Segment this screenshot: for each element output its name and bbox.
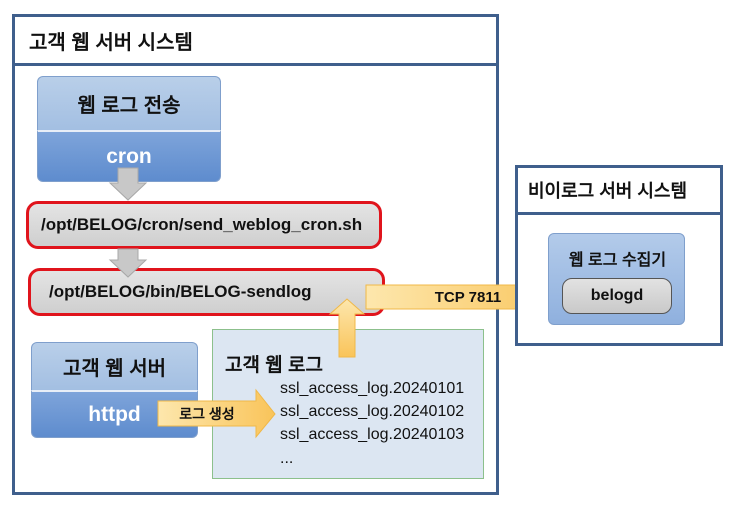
collector-title: 웹 로그 수집기 (568, 252, 667, 269)
log-create-arrow (157, 388, 276, 439)
log-file: ssl_access_log.20240101 (280, 380, 465, 397)
web-server-title: 고객 웹 서버 (31, 342, 198, 390)
belogd-label: belogd (590, 287, 644, 304)
weblog-send-title-text: 웹 로그 전송 (77, 95, 181, 117)
down-arrow-cron-to-script (108, 167, 148, 201)
belogd-daemon: belogd (562, 278, 672, 314)
customer-system-title-text: 고객 웹 서버 시스템 (29, 31, 193, 54)
down-arrow-script-to-sendlog (108, 248, 148, 278)
tcp-label: TCP 7811 (434, 288, 502, 306)
script-belog-sendlog: /opt/BELOG/bin/BELOG-sendlog (28, 268, 385, 316)
web-log-title: 고객 웹 로그 (225, 355, 323, 376)
up-arrow-log-to-sendlog (328, 298, 366, 358)
httpd-label: httpd (88, 402, 141, 426)
web-server-title-text: 고객 웹 서버 (62, 358, 167, 380)
log-file: ssl_access_log.20240103 (280, 426, 465, 443)
weblog-send-title: 웹 로그 전송 (37, 76, 221, 130)
script-path-cron: /opt/BELOG/cron/send_weblog_cron.sh (41, 215, 363, 234)
log-file: ... (280, 450, 294, 467)
script-path-sendlog: /opt/BELOG/bin/BELOG-sendlog (49, 282, 312, 301)
bilog-system-title: 비이로그 서버 시스템 (518, 168, 720, 215)
customer-system-title: 고객 웹 서버 시스템 (15, 17, 496, 66)
log-file: ssl_access_log.20240102 (280, 403, 465, 420)
bilog-system-title-text: 비이로그 서버 시스템 (528, 181, 688, 201)
log-create-label: 로그 생성 (179, 406, 235, 422)
script-send-weblog-cron: /opt/BELOG/cron/send_weblog_cron.sh (26, 201, 382, 249)
cron-label: cron (106, 144, 152, 168)
